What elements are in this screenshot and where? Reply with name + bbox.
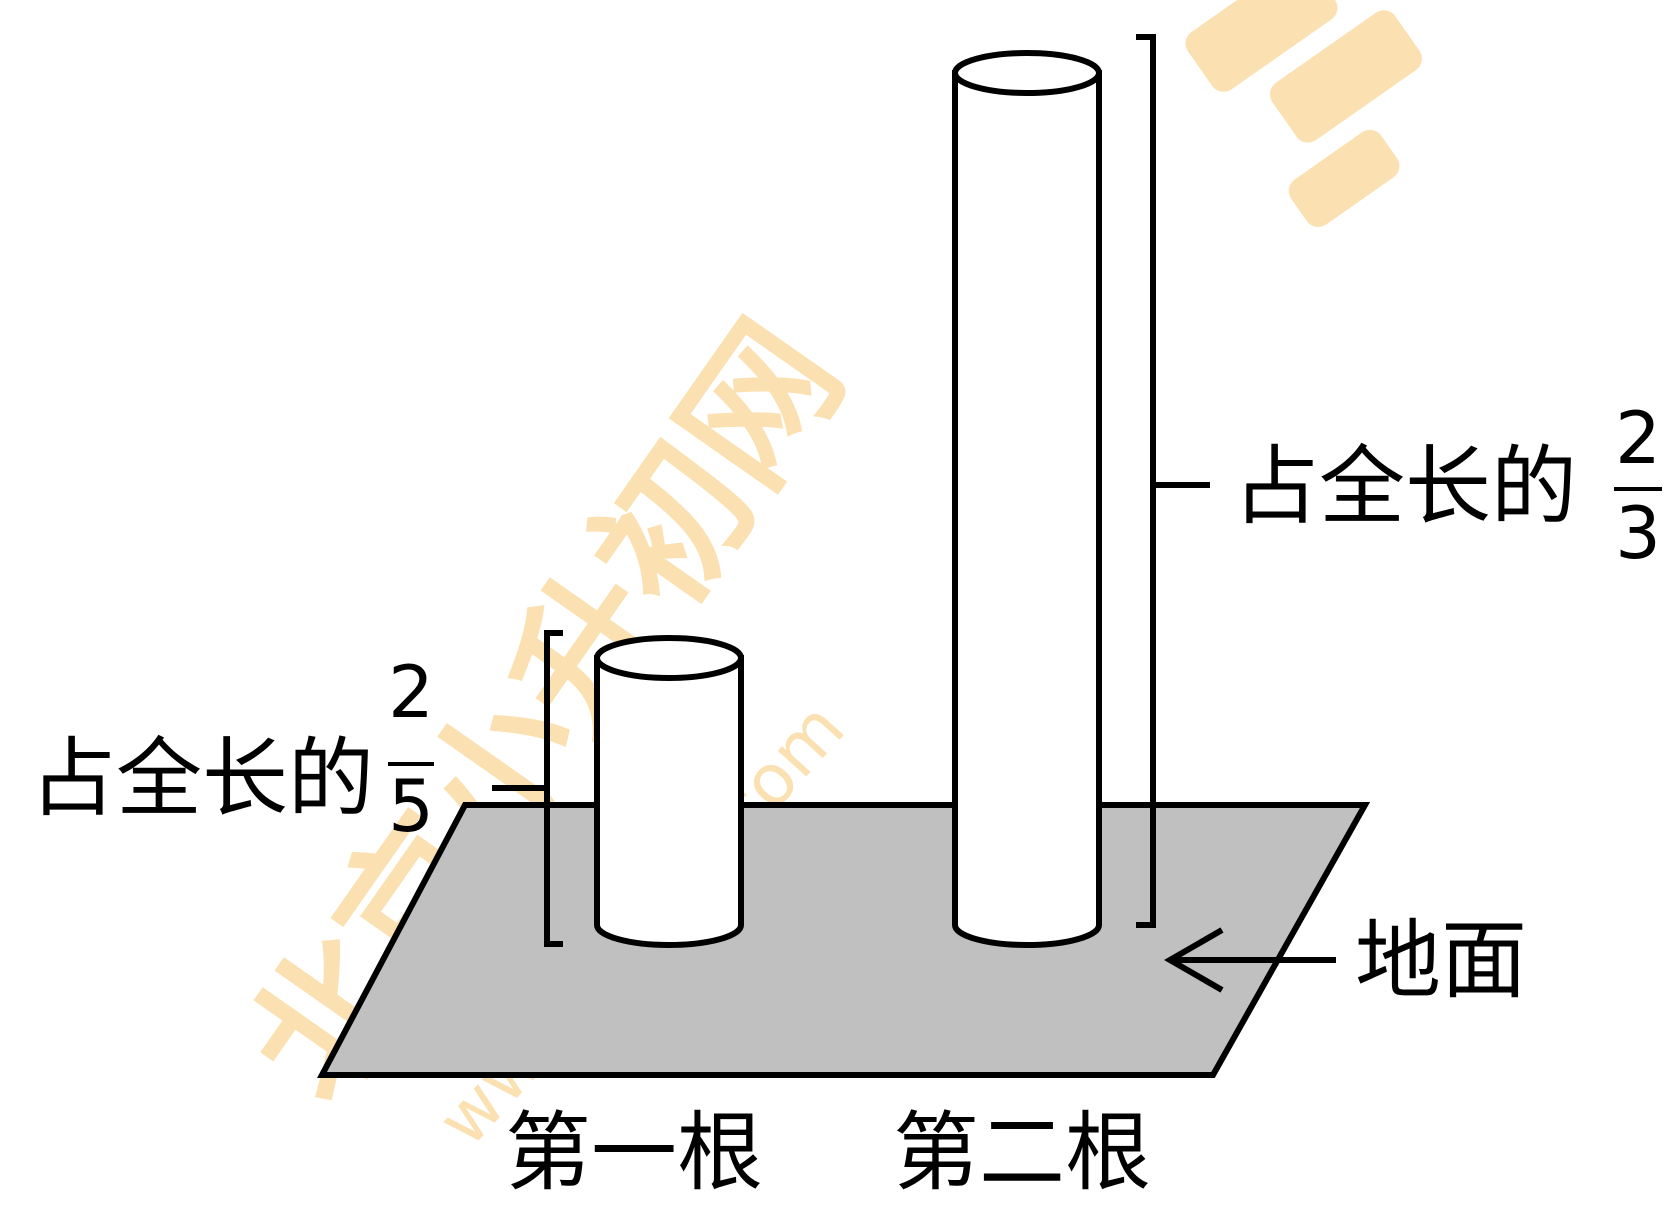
pole-2-annotation: 占全长的 — [1233, 437, 1577, 537]
pole-2-fraction-bar — [1614, 487, 1662, 491]
pole-1-bracket — [492, 630, 563, 947]
pole-1 — [594, 635, 744, 948]
pole-2-name: 第二根 — [893, 1103, 1151, 1203]
pole-2-fraction-denominator: 3 — [1615, 491, 1661, 575]
ground-arrow — [1163, 927, 1336, 993]
pole-1-annotation: 占全长的 — [30, 729, 374, 829]
ground-label: 地面 — [1355, 911, 1527, 1011]
pole-2-top — [952, 50, 1102, 96]
pole-1-top — [594, 635, 744, 681]
pole-2-bracket — [1136, 34, 1210, 928]
pole-2 — [952, 50, 1102, 948]
pole-1-name: 第一根 — [505, 1103, 763, 1203]
pole-1-fraction-bar — [388, 762, 434, 766]
pole-1-fraction-numerator: 2 — [388, 650, 434, 734]
pole-1-fraction-denominator: 5 — [388, 764, 434, 848]
pole-2-fraction-numerator: 2 — [1615, 396, 1661, 480]
